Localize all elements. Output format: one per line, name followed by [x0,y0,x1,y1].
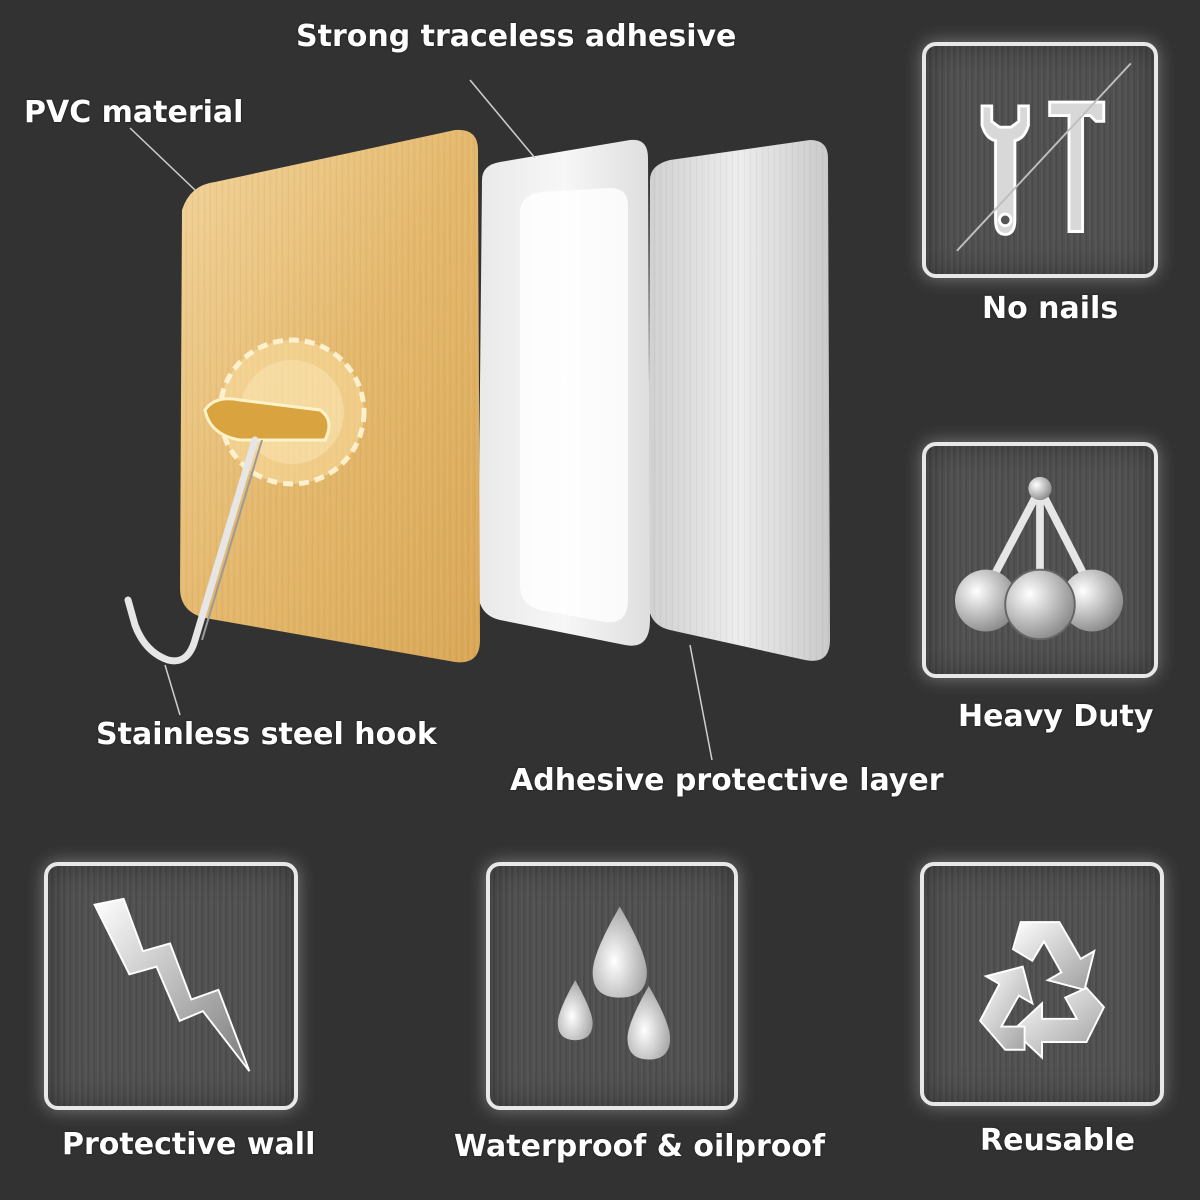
feature-label-reusable: Reusable [980,1123,1136,1158]
feature-label-no-nails: No nails [982,291,1119,326]
pvc-material-label: PVC material [24,95,244,130]
steel-hook [124,436,259,665]
feature-label-waterproof: Waterproof & oilproof [454,1129,826,1164]
feature-tile-no-nails [922,42,1158,278]
steel-hook-label: Stainless steel hook [96,717,437,752]
no-nails-icon [956,62,1132,252]
protective-wall-icon [93,897,251,1072]
feature-tile-heavy-duty [922,442,1158,678]
feature-label-heavy-duty: Heavy Duty [958,699,1154,734]
protective-layer-label: Adhesive protective layer [510,763,944,798]
waterproof-icon [557,906,671,1060]
feature-label-protective-wall: Protective wall [62,1127,316,1162]
feature-tile-waterproof [486,862,738,1110]
heavy-duty-icon [954,476,1124,641]
strong-adhesive-label: Strong traceless adhesive [296,19,737,54]
feature-tile-protective-wall [44,862,298,1110]
reusable-icon [978,921,1106,1060]
feature-tile-reusable [920,862,1164,1106]
